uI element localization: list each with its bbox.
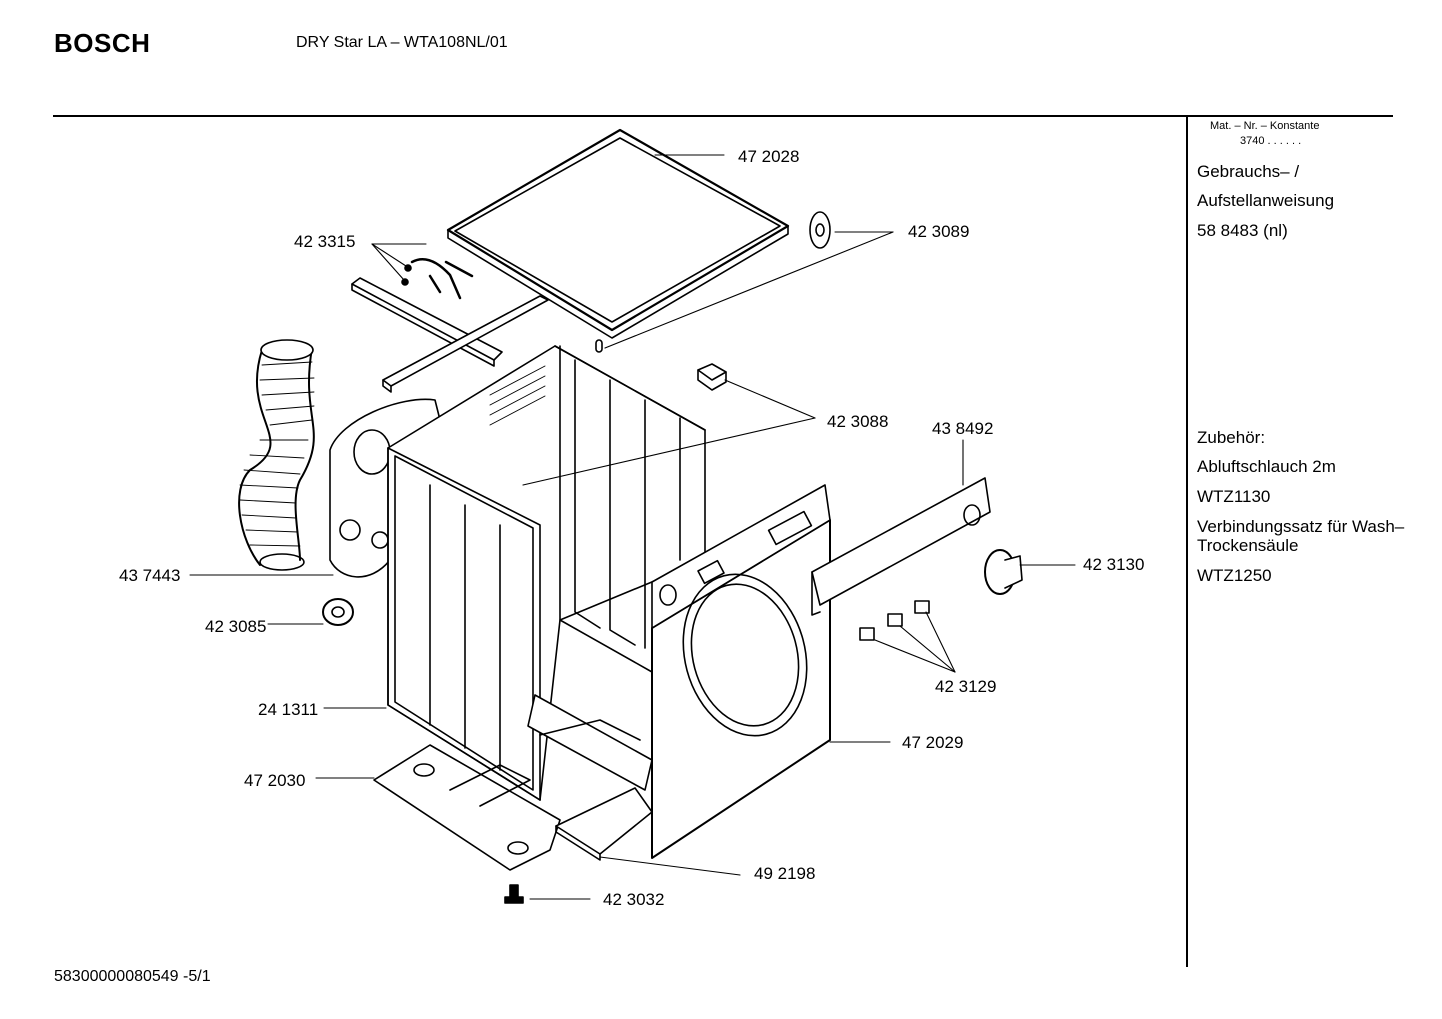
part-label-438492: 43 8492 xyxy=(932,419,994,438)
part-label-423032: 42 3032 xyxy=(603,890,665,909)
knob-part xyxy=(984,549,1023,595)
part-label-472028: 47 2028 xyxy=(738,147,800,166)
brand-logo: BOSCH xyxy=(54,28,151,58)
mat-number-label: Mat. – Nr. – Konstante xyxy=(1210,120,1320,132)
part-label-423089: 42 3089 xyxy=(908,222,970,241)
cabinet-body-part xyxy=(387,345,706,801)
part-label-423130: 42 3130 xyxy=(1083,555,1145,574)
part-label-437443: 43 7443 xyxy=(119,566,181,585)
part-label-423085: 42 3085 xyxy=(205,617,267,636)
buttons-part xyxy=(859,600,930,641)
part-label-423088: 42 3088 xyxy=(827,412,889,431)
part-label-472030: 47 2030 xyxy=(244,771,306,790)
document-number: 58300000080549 -5/1 xyxy=(54,968,211,985)
accessory-2-name: Verbindungssatz für Wash–Trockensäule xyxy=(1197,517,1405,555)
exploded-view-drawing xyxy=(189,128,1076,904)
top-rail-part xyxy=(351,258,549,393)
top-divider xyxy=(53,115,1393,117)
side-divider xyxy=(1186,117,1188,967)
leader-lines xyxy=(189,154,1076,900)
accessories-title: Zubehör: xyxy=(1197,428,1266,447)
base-plate-part xyxy=(373,694,653,871)
part-label-472029: 47 2029 xyxy=(902,733,964,752)
accessory-1-name: Abluftschlauch 2m xyxy=(1197,457,1336,476)
clip-part xyxy=(595,211,831,353)
top-lid-part xyxy=(446,128,790,339)
accessory-2-code: WTZ1250 xyxy=(1197,566,1272,585)
part-label-423315: 42 3315 xyxy=(294,232,356,251)
instructions-number: 58 8483 (nl) xyxy=(1197,221,1288,240)
part-label-492198: 49 2198 xyxy=(754,864,816,883)
exhaust-hose-part xyxy=(238,339,315,571)
instructions-line-2: Aufstellanweisung xyxy=(1197,191,1335,210)
part-label-423129: 42 3129 xyxy=(935,677,997,696)
part-label-241311: 24 1311 xyxy=(258,700,319,719)
model-title: DRY Star LA – WTA108NL/01 xyxy=(296,34,508,51)
front-panel-part xyxy=(651,484,831,859)
cap-part xyxy=(322,598,354,626)
foot-part xyxy=(504,884,524,904)
mat-number-value: 3740 . . . . . . xyxy=(1240,135,1302,147)
accessory-1-code: WTZ1130 xyxy=(1197,487,1271,506)
control-panel-part xyxy=(811,477,991,616)
filter-tray-part xyxy=(555,787,653,861)
instructions-line-1: Gebrauchs– / xyxy=(1197,162,1300,181)
